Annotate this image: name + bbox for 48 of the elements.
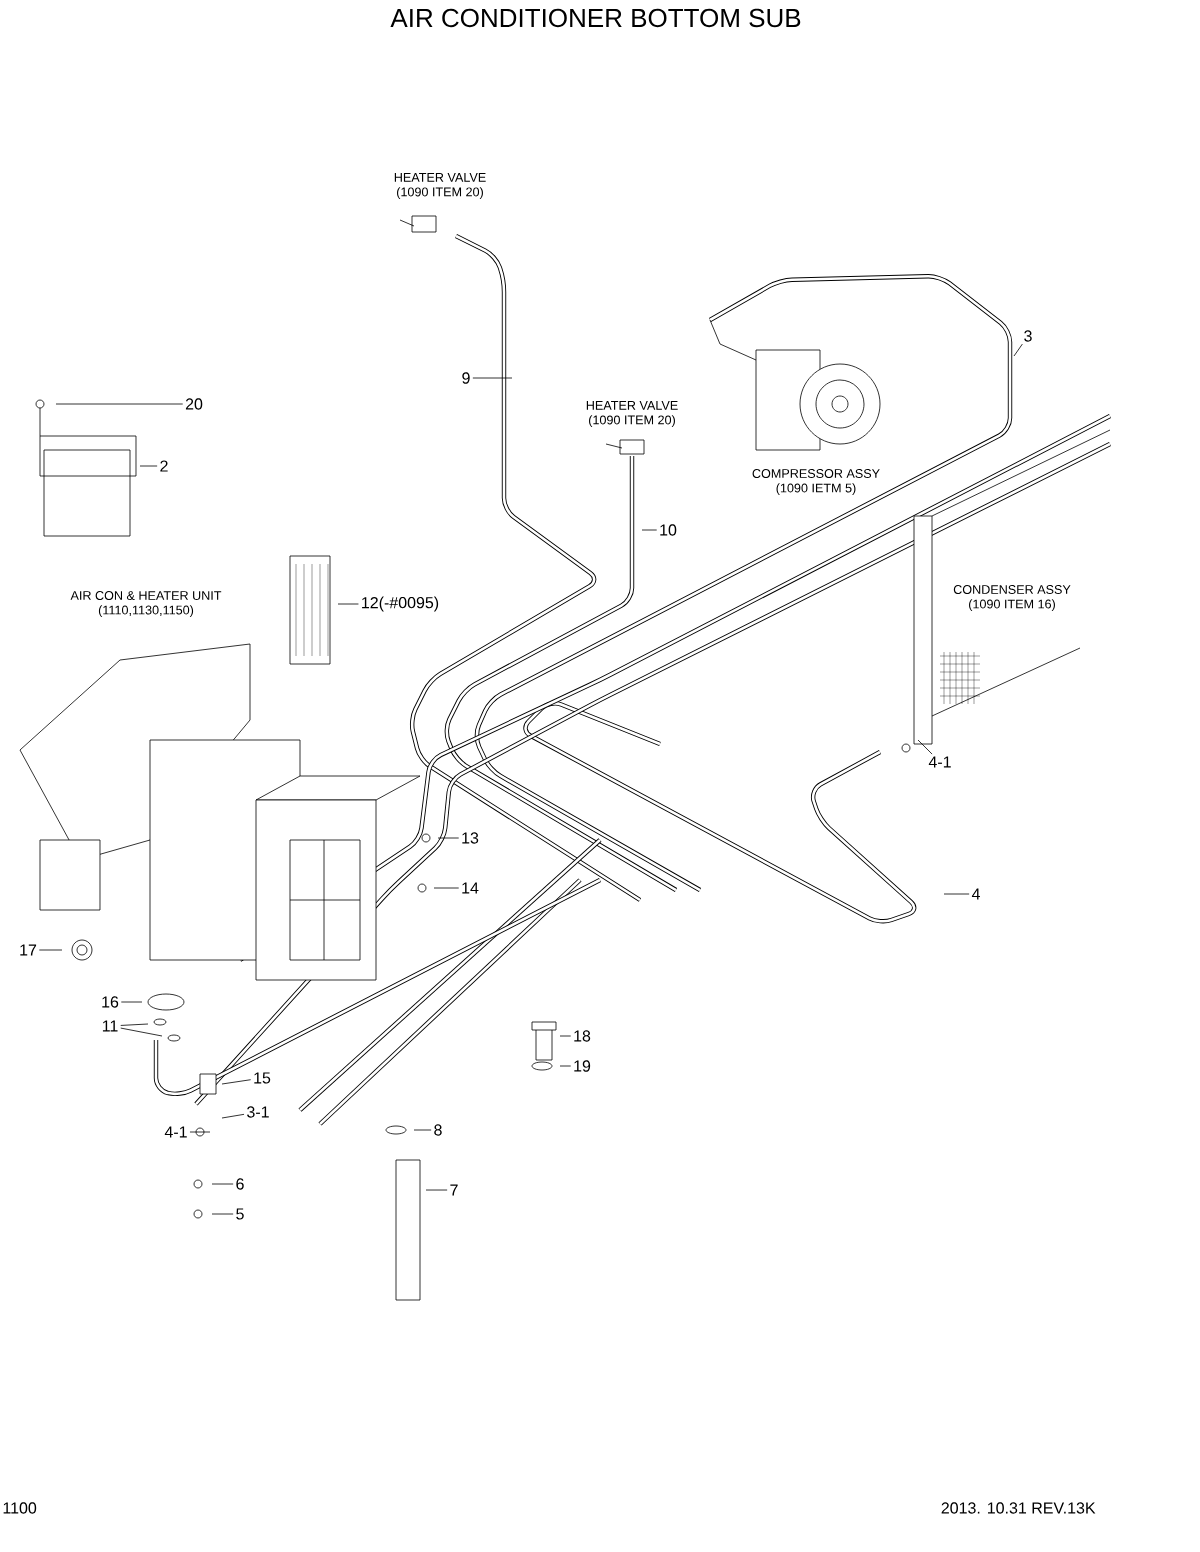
title: AIR CONDITIONER BOTTOM SUB bbox=[390, 8, 801, 28]
leader-line bbox=[211, 1213, 234, 1215]
leader-line bbox=[437, 837, 460, 839]
leader-line bbox=[1013, 343, 1023, 357]
leader-line bbox=[55, 403, 184, 405]
leader-line bbox=[38, 949, 63, 951]
callout-number: 12(-#0095) bbox=[362, 596, 439, 612]
footer-text: 2013. 10.31 REV.13K bbox=[941, 1502, 1096, 1514]
leader-line bbox=[337, 603, 359, 605]
callout-number: 8 bbox=[434, 1124, 442, 1136]
footer-text: 1100 bbox=[3, 1502, 37, 1514]
callout-number: 4 bbox=[971, 888, 980, 900]
leader-line bbox=[211, 1183, 234, 1185]
callout-number: 16 bbox=[102, 996, 119, 1008]
callout-number: 15 bbox=[254, 1072, 271, 1084]
leader-line bbox=[221, 1079, 252, 1085]
callout-number: 13 bbox=[462, 832, 479, 844]
leader-line bbox=[943, 893, 970, 895]
callout-number: 5 bbox=[236, 1208, 244, 1220]
callout-number: 9 bbox=[462, 372, 470, 384]
leader-line bbox=[139, 465, 158, 467]
leader-line bbox=[425, 1189, 448, 1191]
leader-line bbox=[472, 377, 513, 379]
callout-number: 14 bbox=[462, 882, 479, 894]
callout-number: 10 bbox=[660, 524, 677, 536]
callout-number: 7 bbox=[450, 1184, 458, 1196]
callout-number: 3-1 bbox=[247, 1106, 269, 1118]
leader-line bbox=[641, 529, 658, 531]
leader-line bbox=[120, 1027, 163, 1037]
callout-number: 4-1 bbox=[164, 1126, 187, 1138]
callout-number: 3 bbox=[1024, 330, 1032, 342]
callout-number: 17 bbox=[20, 944, 37, 956]
leader-line bbox=[559, 1065, 572, 1067]
leader-line bbox=[120, 1023, 149, 1026]
leader-line bbox=[189, 1131, 211, 1133]
leader-line bbox=[433, 887, 460, 889]
callout-number: 4-1 bbox=[928, 756, 951, 768]
callout-number: 6 bbox=[236, 1178, 244, 1190]
leader-line bbox=[221, 1113, 245, 1119]
callout-number: 11 bbox=[102, 1020, 118, 1032]
callout-number: 20 bbox=[185, 398, 203, 410]
callout-number: 2 bbox=[160, 460, 168, 472]
leader-line bbox=[917, 739, 933, 755]
leader-line bbox=[413, 1129, 432, 1131]
leader-line bbox=[120, 1001, 143, 1003]
callout-number: 19 bbox=[574, 1060, 591, 1072]
leader-line bbox=[559, 1035, 572, 1037]
callout-number: 18 bbox=[574, 1030, 591, 1042]
